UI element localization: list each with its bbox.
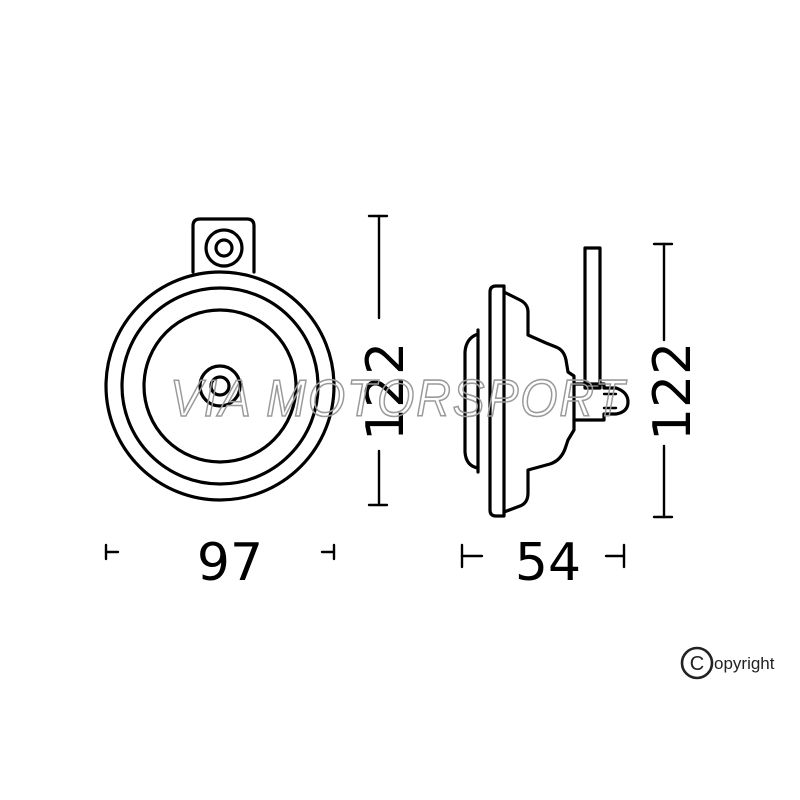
copyright-mark: C opyright bbox=[680, 646, 775, 680]
side-depth-label: 54 bbox=[515, 533, 581, 593]
horn-rim-inner bbox=[120, 286, 320, 486]
side-height-label: 122 bbox=[643, 342, 703, 441]
copyright-circle bbox=[680, 646, 714, 680]
front-height-dimension: 122 bbox=[356, 214, 416, 507]
side-front-cap bbox=[463, 332, 480, 470]
mounting-bracket bbox=[191, 217, 256, 274]
front-width-dimension: 97 bbox=[104, 533, 336, 593]
side-height-dimension: 122 bbox=[643, 242, 703, 519]
bracket-hole-inner bbox=[214, 238, 234, 258]
horn-front-view bbox=[104, 217, 336, 502]
side-rim bbox=[488, 284, 506, 518]
copyright-text: opyright bbox=[714, 654, 775, 673]
horn-center-inner bbox=[209, 375, 231, 397]
bracket-hole-outer bbox=[204, 228, 244, 268]
side-terminal bbox=[572, 382, 630, 422]
horn-outer-rim bbox=[104, 270, 336, 502]
horn-diaphragm bbox=[142, 308, 298, 464]
side-depth-dimension: 54 bbox=[460, 533, 626, 593]
horn-center-outer bbox=[198, 364, 242, 408]
front-width-label: 97 bbox=[197, 533, 263, 593]
side-body bbox=[502, 290, 576, 514]
watermark: VIA MOTORSPORT bbox=[170, 370, 627, 428]
front-height-label: 122 bbox=[356, 342, 416, 441]
side-bracket bbox=[583, 246, 602, 390]
copyright-symbol: C bbox=[690, 653, 704, 675]
horn-side-view bbox=[463, 246, 630, 518]
